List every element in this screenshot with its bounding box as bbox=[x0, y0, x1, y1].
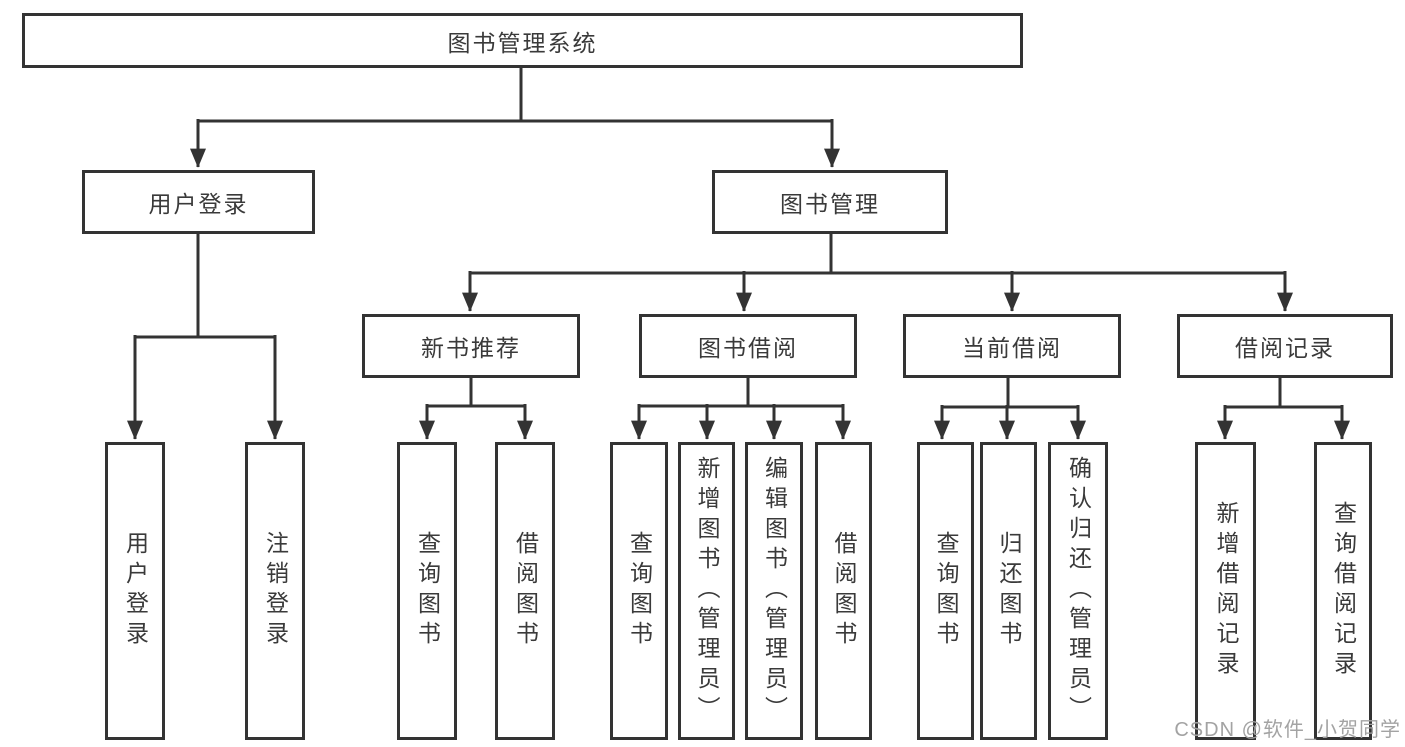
leaf-add-borrow-record: 新增借阅记录 bbox=[1195, 442, 1256, 740]
node-new-book-recommend: 新书推荐 bbox=[362, 314, 580, 378]
leaf-edit-book-admin: 编辑图书（管理员） bbox=[745, 442, 803, 740]
watermark: CSDN @软件_小贺同学 bbox=[1174, 719, 1401, 741]
leaf-add-book-admin: 新增图书（管理员） bbox=[678, 442, 735, 740]
leaf-user-login: 用户登录 bbox=[105, 442, 165, 740]
leaf-query-book-borrow: 查询图书 bbox=[610, 442, 668, 740]
node-current-borrow: 当前借阅 bbox=[903, 314, 1121, 378]
leaf-return-book: 归还图书 bbox=[980, 442, 1037, 740]
leaf-confirm-return-admin: 确认归还（管理员） bbox=[1048, 442, 1108, 740]
leaf-query-borrow-record: 查询借阅记录 bbox=[1314, 442, 1372, 740]
leaf-borrow-book: 借阅图书 bbox=[815, 442, 872, 740]
node-book-management: 图书管理 bbox=[712, 170, 948, 234]
leaf-borrow-book-recommend: 借阅图书 bbox=[495, 442, 555, 740]
node-borrow-records: 借阅记录 bbox=[1177, 314, 1393, 378]
leaf-query-book-recommend: 查询图书 bbox=[397, 442, 457, 740]
leaf-query-book-current: 查询图书 bbox=[917, 442, 974, 740]
node-library-system: 图书管理系统 bbox=[22, 13, 1023, 68]
node-user-login: 用户登录 bbox=[82, 170, 315, 234]
leaf-logout-login: 注销登录 bbox=[245, 442, 305, 740]
node-book-borrow: 图书借阅 bbox=[639, 314, 857, 378]
